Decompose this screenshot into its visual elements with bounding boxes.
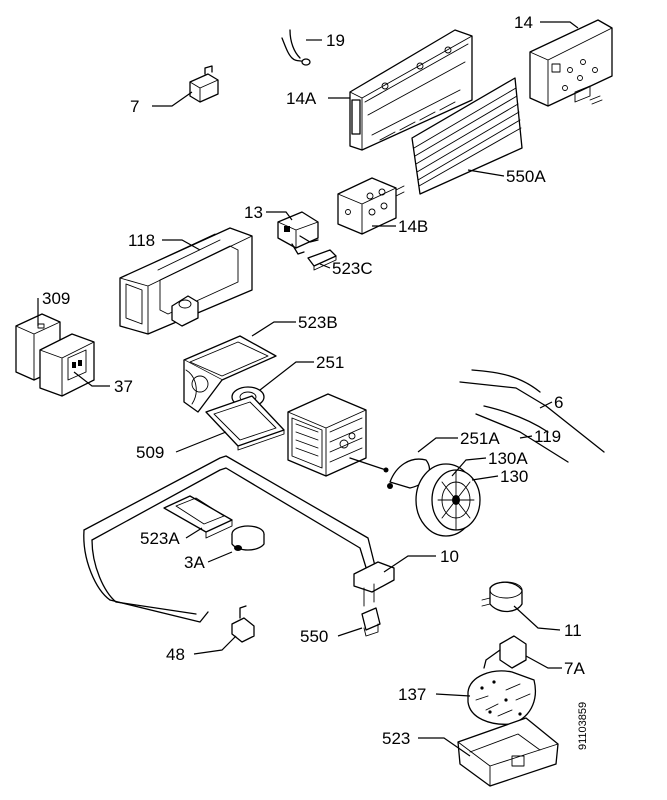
label-6: 6: [554, 393, 563, 412]
label-11: 11: [564, 621, 582, 640]
leader-14: [540, 21, 579, 29]
leader-11: [513, 605, 561, 631]
leader-251a: [417, 437, 458, 453]
label-7: 7: [130, 97, 139, 116]
part-11-motor-drawing: [481, 581, 523, 613]
leader-550a: [467, 169, 505, 177]
leader-130a: [451, 457, 487, 477]
part-37-connector-drawing: [39, 333, 95, 397]
part-13-terminal-drawing: [277, 211, 319, 255]
leader-119: [519, 435, 533, 439]
label-130a: 130A: [488, 449, 528, 468]
part-labels: 19 14 7 14A 550A 13 14B 118 523C 309 523…: [42, 13, 585, 748]
part-137-filter-drawing: [467, 670, 536, 725]
fan-motor-drawing: [287, 393, 389, 477]
leader-7a: [525, 655, 562, 669]
leader-523a: [185, 527, 203, 539]
part-7-switch-drawing: [189, 65, 219, 103]
label-523: 523: [382, 729, 410, 748]
label-3a: 3A: [184, 553, 205, 572]
label-550: 550: [300, 627, 328, 646]
leader-130: [471, 475, 499, 481]
label-509: 509: [136, 443, 164, 462]
part-509-plate-drawing: [205, 395, 285, 451]
label-119: 119: [534, 427, 561, 446]
label-309: 309: [42, 289, 70, 308]
part-130-impeller-drawing: [415, 463, 481, 537]
leader-3a: [207, 551, 233, 563]
leader-lines: [37, 21, 579, 757]
label-550a: 550A: [506, 167, 546, 186]
leader-523: [418, 737, 471, 757]
part-523-tray-drawing: [457, 717, 559, 787]
label-14b: 14B: [398, 217, 428, 236]
part-14b-module-drawing: [337, 177, 405, 235]
label-19: 19: [326, 31, 345, 50]
part-119-cable-drawing: [475, 405, 569, 463]
label-523c: 523C: [332, 259, 373, 278]
leader-118: [162, 239, 201, 251]
label-48: 48: [166, 645, 185, 664]
part-3a-thermostat-drawing: [231, 525, 265, 551]
part-118-cabinet-drawing: [119, 227, 253, 335]
part-523a-clip-drawing: [163, 495, 233, 539]
leader-523c: [319, 263, 331, 269]
part-10-heating-element-drawing: [83, 455, 395, 623]
leader-6: [539, 401, 553, 409]
label-13: 13: [244, 203, 263, 222]
label-130: 130: [500, 467, 528, 486]
part-7a-switch-drawing: [483, 635, 527, 669]
part-19-sensor-drawing: [281, 29, 311, 66]
document-number: 91103859: [577, 702, 589, 750]
part-48-fuse-drawing: [231, 605, 255, 643]
leader-251: [259, 361, 314, 391]
label-14: 14: [514, 13, 533, 32]
leader-509: [175, 431, 227, 453]
leader-13: [266, 211, 293, 221]
label-118: 118: [128, 231, 155, 250]
leader-37: [73, 371, 110, 387]
leader-550: [337, 627, 363, 637]
part-14a-housing-drawing: [349, 29, 473, 151]
leader-523b: [251, 321, 296, 337]
leader-7: [152, 91, 193, 107]
part-251a-seal-drawing: [387, 458, 431, 489]
label-7a: 7A: [564, 659, 585, 678]
label-251: 251: [316, 353, 344, 372]
part-550a-panel-drawing: [411, 77, 523, 195]
label-37: 37: [114, 377, 133, 396]
part-523b-bracket-drawing: [183, 335, 277, 413]
part-523c-clip-drawing: [307, 249, 337, 271]
part-14-board-drawing: [529, 19, 613, 107]
leader-48: [193, 635, 237, 655]
part-550-plug-drawing: [361, 607, 381, 637]
label-523a: 523A: [140, 529, 180, 548]
label-251a: 251A: [460, 429, 500, 448]
label-137: 137: [398, 685, 426, 704]
leader-10: [383, 555, 436, 573]
label-10: 10: [440, 547, 459, 566]
label-523b: 523B: [298, 313, 338, 332]
part-6-cable-drawing: [459, 369, 605, 453]
leader-137: [435, 693, 471, 697]
label-14a: 14A: [286, 89, 317, 108]
